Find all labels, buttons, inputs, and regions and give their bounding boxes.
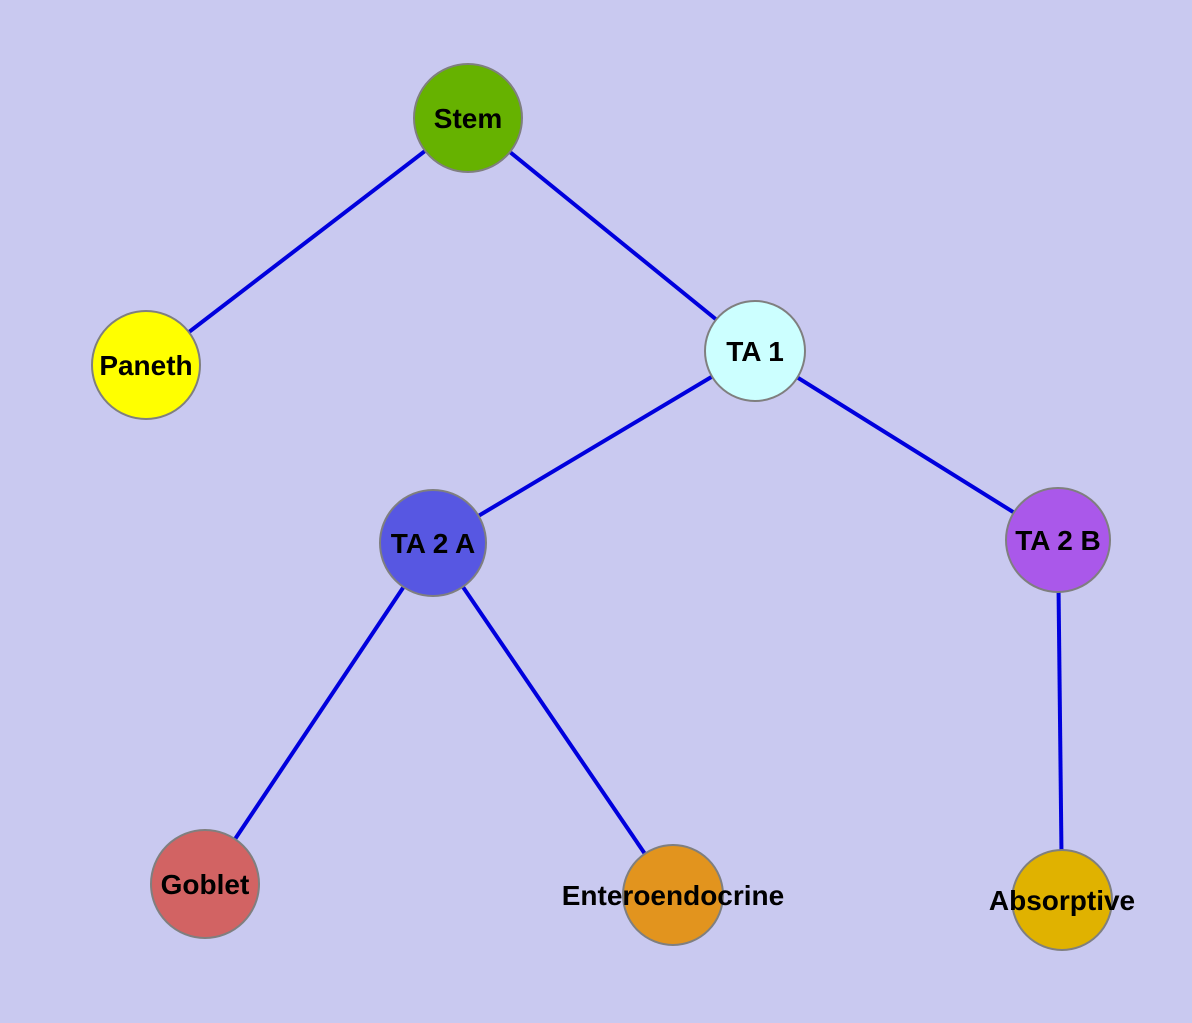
- edge-ta2a-enteroendocrine: [431, 541, 675, 897]
- node-paneth[interactable]: Paneth: [91, 310, 201, 420]
- node-circle-absorptive[interactable]: [1011, 849, 1113, 951]
- node-enteroendocrine[interactable]: Enteroendocrine: [562, 844, 784, 946]
- node-ta2a[interactable]: TA 2 A: [379, 489, 487, 597]
- edge-ta2b-absorptive: [1056, 539, 1064, 901]
- node-circle-paneth[interactable]: [91, 310, 201, 420]
- edge-ta1-ta2b: [753, 349, 1060, 542]
- node-circle-ta2a[interactable]: [379, 489, 487, 597]
- node-circle-goblet[interactable]: [150, 829, 260, 939]
- edge-stem-ta1: [466, 116, 757, 353]
- node-absorptive[interactable]: Absorptive: [989, 849, 1135, 951]
- edge-stem-paneth: [144, 116, 470, 367]
- node-circle-stem[interactable]: [413, 63, 523, 173]
- node-ta2b[interactable]: TA 2 B: [1005, 487, 1111, 593]
- node-ta1[interactable]: TA 1: [704, 300, 806, 402]
- node-stem[interactable]: Stem: [413, 63, 523, 173]
- node-circle-enteroendocrine[interactable]: [622, 844, 724, 946]
- node-goblet[interactable]: Goblet: [150, 829, 260, 939]
- edge-ta2a-goblet: [203, 541, 435, 886]
- node-circle-ta2b[interactable]: [1005, 487, 1111, 593]
- node-circle-ta1[interactable]: [704, 300, 806, 402]
- edge-ta1-ta2a: [431, 349, 757, 545]
